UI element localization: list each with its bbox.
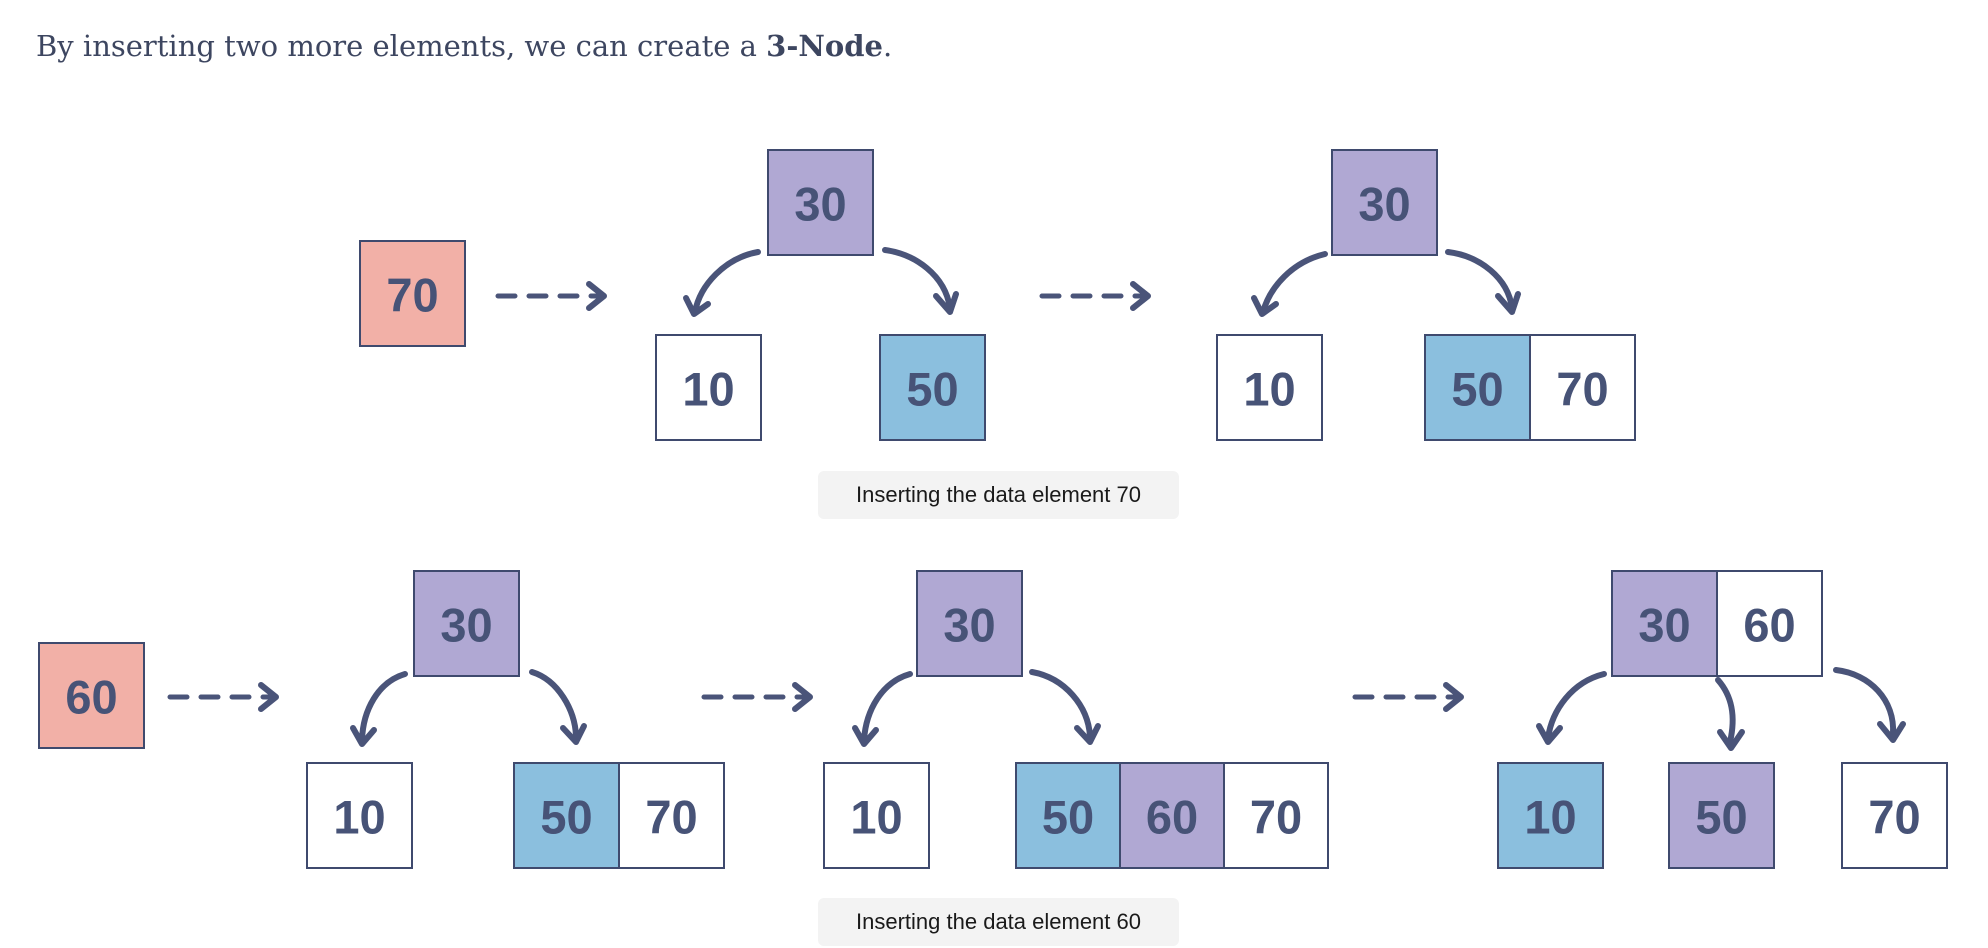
row1-caption: Inserting the data element 70 [818,471,1179,519]
row1-step2-left-edge [1260,251,1328,315]
row2-step2-left-edge-head [852,725,879,747]
row1-step2-right-box-1 [1424,334,1531,441]
row1-dashed-arrow-1-head [586,281,607,311]
row2-incoming-box [38,642,145,749]
row2-step2-right-value-1: 50 [1042,791,1094,844]
row2-step1-right-box-2 [618,762,725,869]
row2-incoming-node: 60 [38,642,145,749]
row2-dashed-arrow-2-head [792,682,813,712]
row1-step1-left-edge [692,249,761,315]
row1-incoming-node: 70 [359,240,466,347]
row2-step3-middle-value: 50 [1695,791,1747,844]
row2-caption: Inserting the data element 60 [818,898,1179,946]
row2-step1-left-box [306,762,413,869]
row1-incoming-value: 70 [386,269,438,322]
row2-step2-tree: 30 10 50 60 70 [823,570,1329,869]
row2-step3-middle-box [1668,762,1775,869]
intro-text-end: . [882,29,893,63]
row2-step2-right-box-3 [1223,762,1329,869]
row2-step2-right-box-1 [1015,762,1121,869]
row1-step2-tree: 30 10 50 70 [1216,149,1636,441]
row1-step2-right-value-2: 70 [1556,363,1608,416]
row2-dashed-arrow-1-head [258,682,279,712]
row2-step3-left-edge [1545,671,1607,741]
row2-step1-root-value: 30 [440,599,492,652]
row2-step2-right-box-2 [1119,762,1225,869]
row2-step3-root-box-2 [1716,570,1823,677]
intro-bold-term: 3-Node [766,29,883,63]
row2-step3-root-value-2: 60 [1743,599,1795,652]
row1-step1-tree: 30 10 50 [655,149,986,441]
row2-step3-right-value: 70 [1868,791,1920,844]
row2-step1-root-box [413,570,520,677]
row1-step1-right-value: 50 [906,363,958,416]
row1-step1-right-edge [882,247,953,311]
row1-step1-left-value: 10 [682,363,734,416]
row1-step1-right-edge-head [933,291,959,315]
row2-step2-right-edge [1029,669,1093,739]
row2-step2-right-value-3: 70 [1250,791,1302,844]
row1-step1-left-edge-head [683,295,711,317]
row2-step3-right-edge-head [1877,721,1906,743]
row2-step3-middle-edge [1715,677,1736,745]
row1-step2-left-box [1216,334,1323,441]
row1-step2-right-edge-head [1495,291,1521,315]
row1-step2-root-value: 30 [1358,178,1410,231]
row2-step1-right-box-1 [513,762,620,869]
row2-step3-left-value: 10 [1524,791,1576,844]
row1-step2-left-value: 10 [1243,363,1295,416]
intro-text-start: By inserting two more elements, we can c… [36,29,767,63]
row2-step3-root-value-1: 30 [1638,599,1690,652]
intro-text: By inserting two more elements, we can c… [36,24,892,68]
row1-dashed-arrow-2-head [1130,281,1151,311]
row1-step2-right-value-1: 50 [1451,363,1503,416]
row1-step2-right-box-2 [1529,334,1636,441]
row2-step2-left-edge [861,671,913,743]
row2-step2-left-box [823,762,930,869]
row2-step1-left-edge [359,671,408,743]
row2-step1-right-value-2: 70 [645,791,697,844]
row2-step2-left-value: 10 [850,791,902,844]
row2-step2-root-value: 30 [943,599,995,652]
row1-step2-right-edge [1445,249,1515,311]
row2-step1-tree: 30 10 50 70 [306,570,725,869]
row2-step3-right-box [1841,762,1948,869]
row2-step3-left-edge-head [1536,723,1563,745]
row1-step1-right-box [879,334,986,441]
row2-dashed-arrow-3-head [1443,682,1464,712]
row1-step1-root-value: 30 [794,178,846,231]
row2-step1-right-edge-head [560,723,587,745]
row2-step3-left-box [1497,762,1604,869]
row2-step2-right-edge-head [1074,723,1101,745]
row2-step3-tree: 30 60 10 50 70 [1497,570,1948,869]
row1-step1-root-box [767,149,874,256]
row1-incoming-box [359,240,466,347]
row2-step3-right-edge [1833,667,1897,737]
row2-step1-right-value-1: 50 [540,791,592,844]
row2-step1-left-value: 10 [333,791,385,844]
row2-step2-right-value-2: 60 [1146,791,1198,844]
row2-step1-right-edge [529,669,579,739]
row2-step3-middle-edge-head [1717,729,1745,751]
row1-step2-left-edge-head [1251,295,1279,317]
row1-step2-root-box [1331,149,1438,256]
row2-step2-root-box [916,570,1023,677]
row2-incoming-value: 60 [65,671,117,724]
row1-step1-left-box [655,334,762,441]
row2-step1-left-edge-head [350,725,377,747]
